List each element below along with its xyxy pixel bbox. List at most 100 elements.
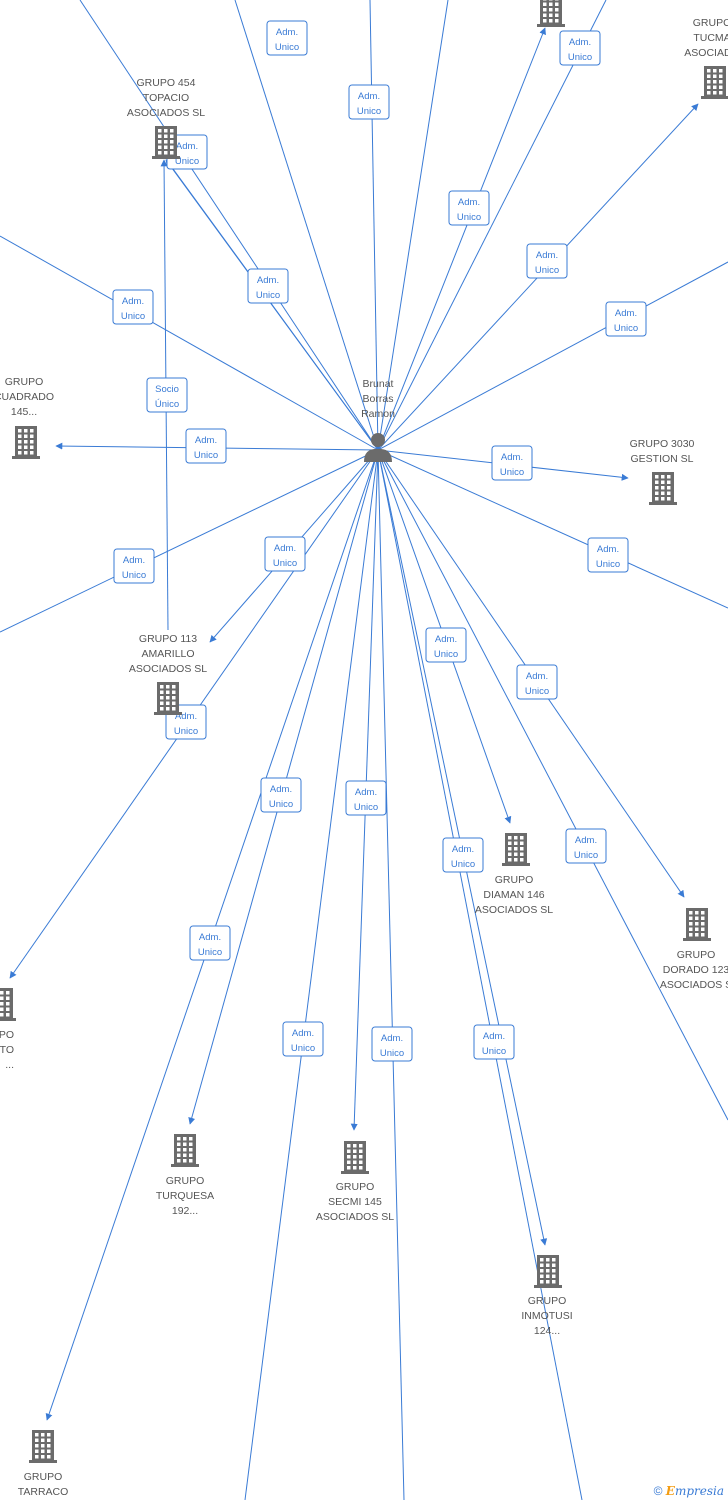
edge-label-adm-unico[interactable]: Adm.Unico <box>185 428 227 464</box>
edge-label-adm-unico[interactable]: Adm. Unico <box>565 828 607 864</box>
edge-line <box>377 449 583 1500</box>
edge-label-text: Adm. <box>122 296 144 307</box>
company-label: TUCMA <box>693 32 728 44</box>
company-label: SECMI 145 <box>328 1196 382 1208</box>
building-icon <box>154 682 182 715</box>
edge-label-adm-unico[interactable]: Adm. Unico <box>448 190 490 226</box>
edge-label-adm-unico[interactable]: Adm. Unico <box>266 20 308 56</box>
building-icon <box>502 833 530 866</box>
company-label: GRUPO 113 <box>139 633 197 645</box>
person-label: Brunat <box>363 378 394 390</box>
company-node-alto[interactable]: POLTO... <box>0 988 16 1071</box>
edge-label-text: Adm. <box>615 308 637 319</box>
edge-label-text: Adm. <box>175 711 197 722</box>
edge-line <box>377 449 405 1500</box>
edge-label-text: Unico <box>273 558 297 569</box>
edge-label-text: Adm. <box>569 37 591 48</box>
edge-label-adm-unico[interactable]: Adm.Unico <box>348 84 390 120</box>
company-label: DORADO 123 <box>663 964 728 976</box>
edge-label-text: Adm. <box>270 784 292 795</box>
company-node-turquesa[interactable]: GRUPOTURQUESA192... <box>156 1134 214 1217</box>
edge-line <box>377 0 449 451</box>
edge-labels-layer: Adm.UnicoAdm.UnicoSocioÚnicoAdm.UnicoAdm… <box>112 20 647 1062</box>
edge-label-text: Unico <box>614 323 638 334</box>
edge-label-text: Unico <box>574 850 598 861</box>
edge-label-adm-unico[interactable]: Adm.Unico <box>587 537 629 573</box>
edge-label-text: Adm. <box>257 275 279 286</box>
building-icon <box>0 988 16 1021</box>
edge-label-text: Unico <box>535 265 559 276</box>
edge-line <box>377 449 728 609</box>
company-node-top-center[interactable] <box>537 0 565 27</box>
edge-label-text: Unico <box>380 1048 404 1059</box>
empresia-credit[interactable]: © Empresia <box>654 1484 724 1498</box>
edge-label-adm-unico[interactable]: Adm. Unico <box>264 536 306 572</box>
company-label: TOPACIO <box>143 92 189 104</box>
edge-label-text: Unico <box>256 290 280 301</box>
edge-line <box>377 27 546 451</box>
edge-label-text: Unico <box>275 42 299 53</box>
edge-label-text: Unico <box>194 450 218 461</box>
edge-label-text: Adm. <box>458 197 480 208</box>
building-icon <box>171 1134 199 1167</box>
edge-label-adm-unico[interactable]: Adm.Unico <box>491 445 533 481</box>
building-icon <box>29 1430 57 1463</box>
edge-label-text: Adm. <box>358 91 380 102</box>
company-label: LTO <box>0 1044 14 1056</box>
edge-label-text: Adm. <box>435 634 457 645</box>
building-icon <box>12 426 40 459</box>
edge-label-text: Adm. <box>276 27 298 38</box>
edge-label-adm-unico[interactable]: Adm.Unico <box>559 30 601 66</box>
edge-label-text: Adm. <box>575 835 597 846</box>
edge-label-adm-unico[interactable]: Adm. Unico <box>247 268 289 304</box>
edge-label-text: Adm. <box>526 671 548 682</box>
company-label: GRUPO 454 <box>137 77 196 89</box>
edge-label-text: Unico <box>121 311 145 322</box>
edge-label-adm-unico[interactable]: Adm.Unico <box>442 837 484 873</box>
company-node-cuadrado[interactable]: GRUPOCUADRADO145... <box>0 376 54 459</box>
edge-label-text: Unico <box>500 467 524 478</box>
company-label: ASOCIADOS S <box>660 979 728 991</box>
edge-label-text: Adm. <box>355 787 377 798</box>
company-node-tucma[interactable]: GRUPOTUCMAASOCIADO <box>684 17 728 99</box>
edge-label-adm-unico[interactable]: Adm.Unico <box>526 243 568 279</box>
edge-label-adm-unico[interactable]: Adm. Unico <box>112 289 154 325</box>
edge-label-adm-unico[interactable]: Adm.Unico <box>473 1024 515 1060</box>
company-label: INMOTUSI <box>521 1310 572 1322</box>
edge-label-adm-unico[interactable]: Adm. Unico <box>605 301 647 337</box>
company-label: GRUPO <box>336 1181 375 1193</box>
company-node-inmotusi[interactable]: GRUPOINMOTUSI124... <box>521 1255 573 1337</box>
edge-label-adm-unico[interactable]: Adm.Unico <box>113 548 155 584</box>
company-label: GRUPO 3030 <box>630 438 695 450</box>
edge-label-text: Adm. <box>483 1031 505 1042</box>
edge-label-text: Unico <box>457 212 481 223</box>
edge-label-text: Socio <box>155 384 179 395</box>
edge-label-adm-unico[interactable]: Adm.Unico <box>260 777 302 813</box>
edge-label-text: Unico <box>354 802 378 813</box>
edge-label-text: Adm. <box>274 543 296 554</box>
edge-label-text: Adm. <box>292 1028 314 1039</box>
company-label: AMARILLO <box>141 648 194 660</box>
edge-label-adm-unico[interactable]: Adm.Unico <box>371 1026 413 1062</box>
company-label: GRUPO <box>528 1295 567 1307</box>
edge-label-adm-unico[interactable]: Adm.Unico <box>516 664 558 700</box>
edge-label-adm-unico[interactable]: Adm.Unico <box>282 1021 324 1057</box>
edge-label-adm-unico[interactable]: Adm. Unico <box>345 780 387 816</box>
edge-line <box>0 235 379 451</box>
edge-label-adm-unico[interactable]: Adm.Unico <box>189 925 231 961</box>
edge-line <box>377 261 728 451</box>
edge-label-adm-unico[interactable]: Adm.Unico <box>425 627 467 663</box>
company-label: TURQUESA <box>156 1190 214 1202</box>
person-icon <box>364 433 392 462</box>
